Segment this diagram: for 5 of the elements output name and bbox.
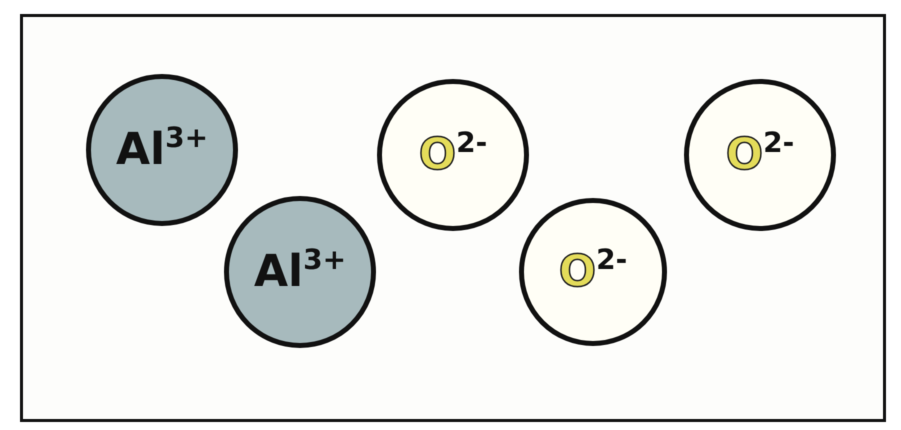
ion-label: Al$^{3+}$ — [254, 250, 346, 294]
ion-label: O$^{2-}$ — [418, 133, 488, 177]
ion-label: O$^{2-}$ — [726, 133, 794, 177]
ion-label: Al$^{3+}$ — [116, 128, 208, 172]
ion-label: O$^{2-}$ — [558, 250, 628, 294]
